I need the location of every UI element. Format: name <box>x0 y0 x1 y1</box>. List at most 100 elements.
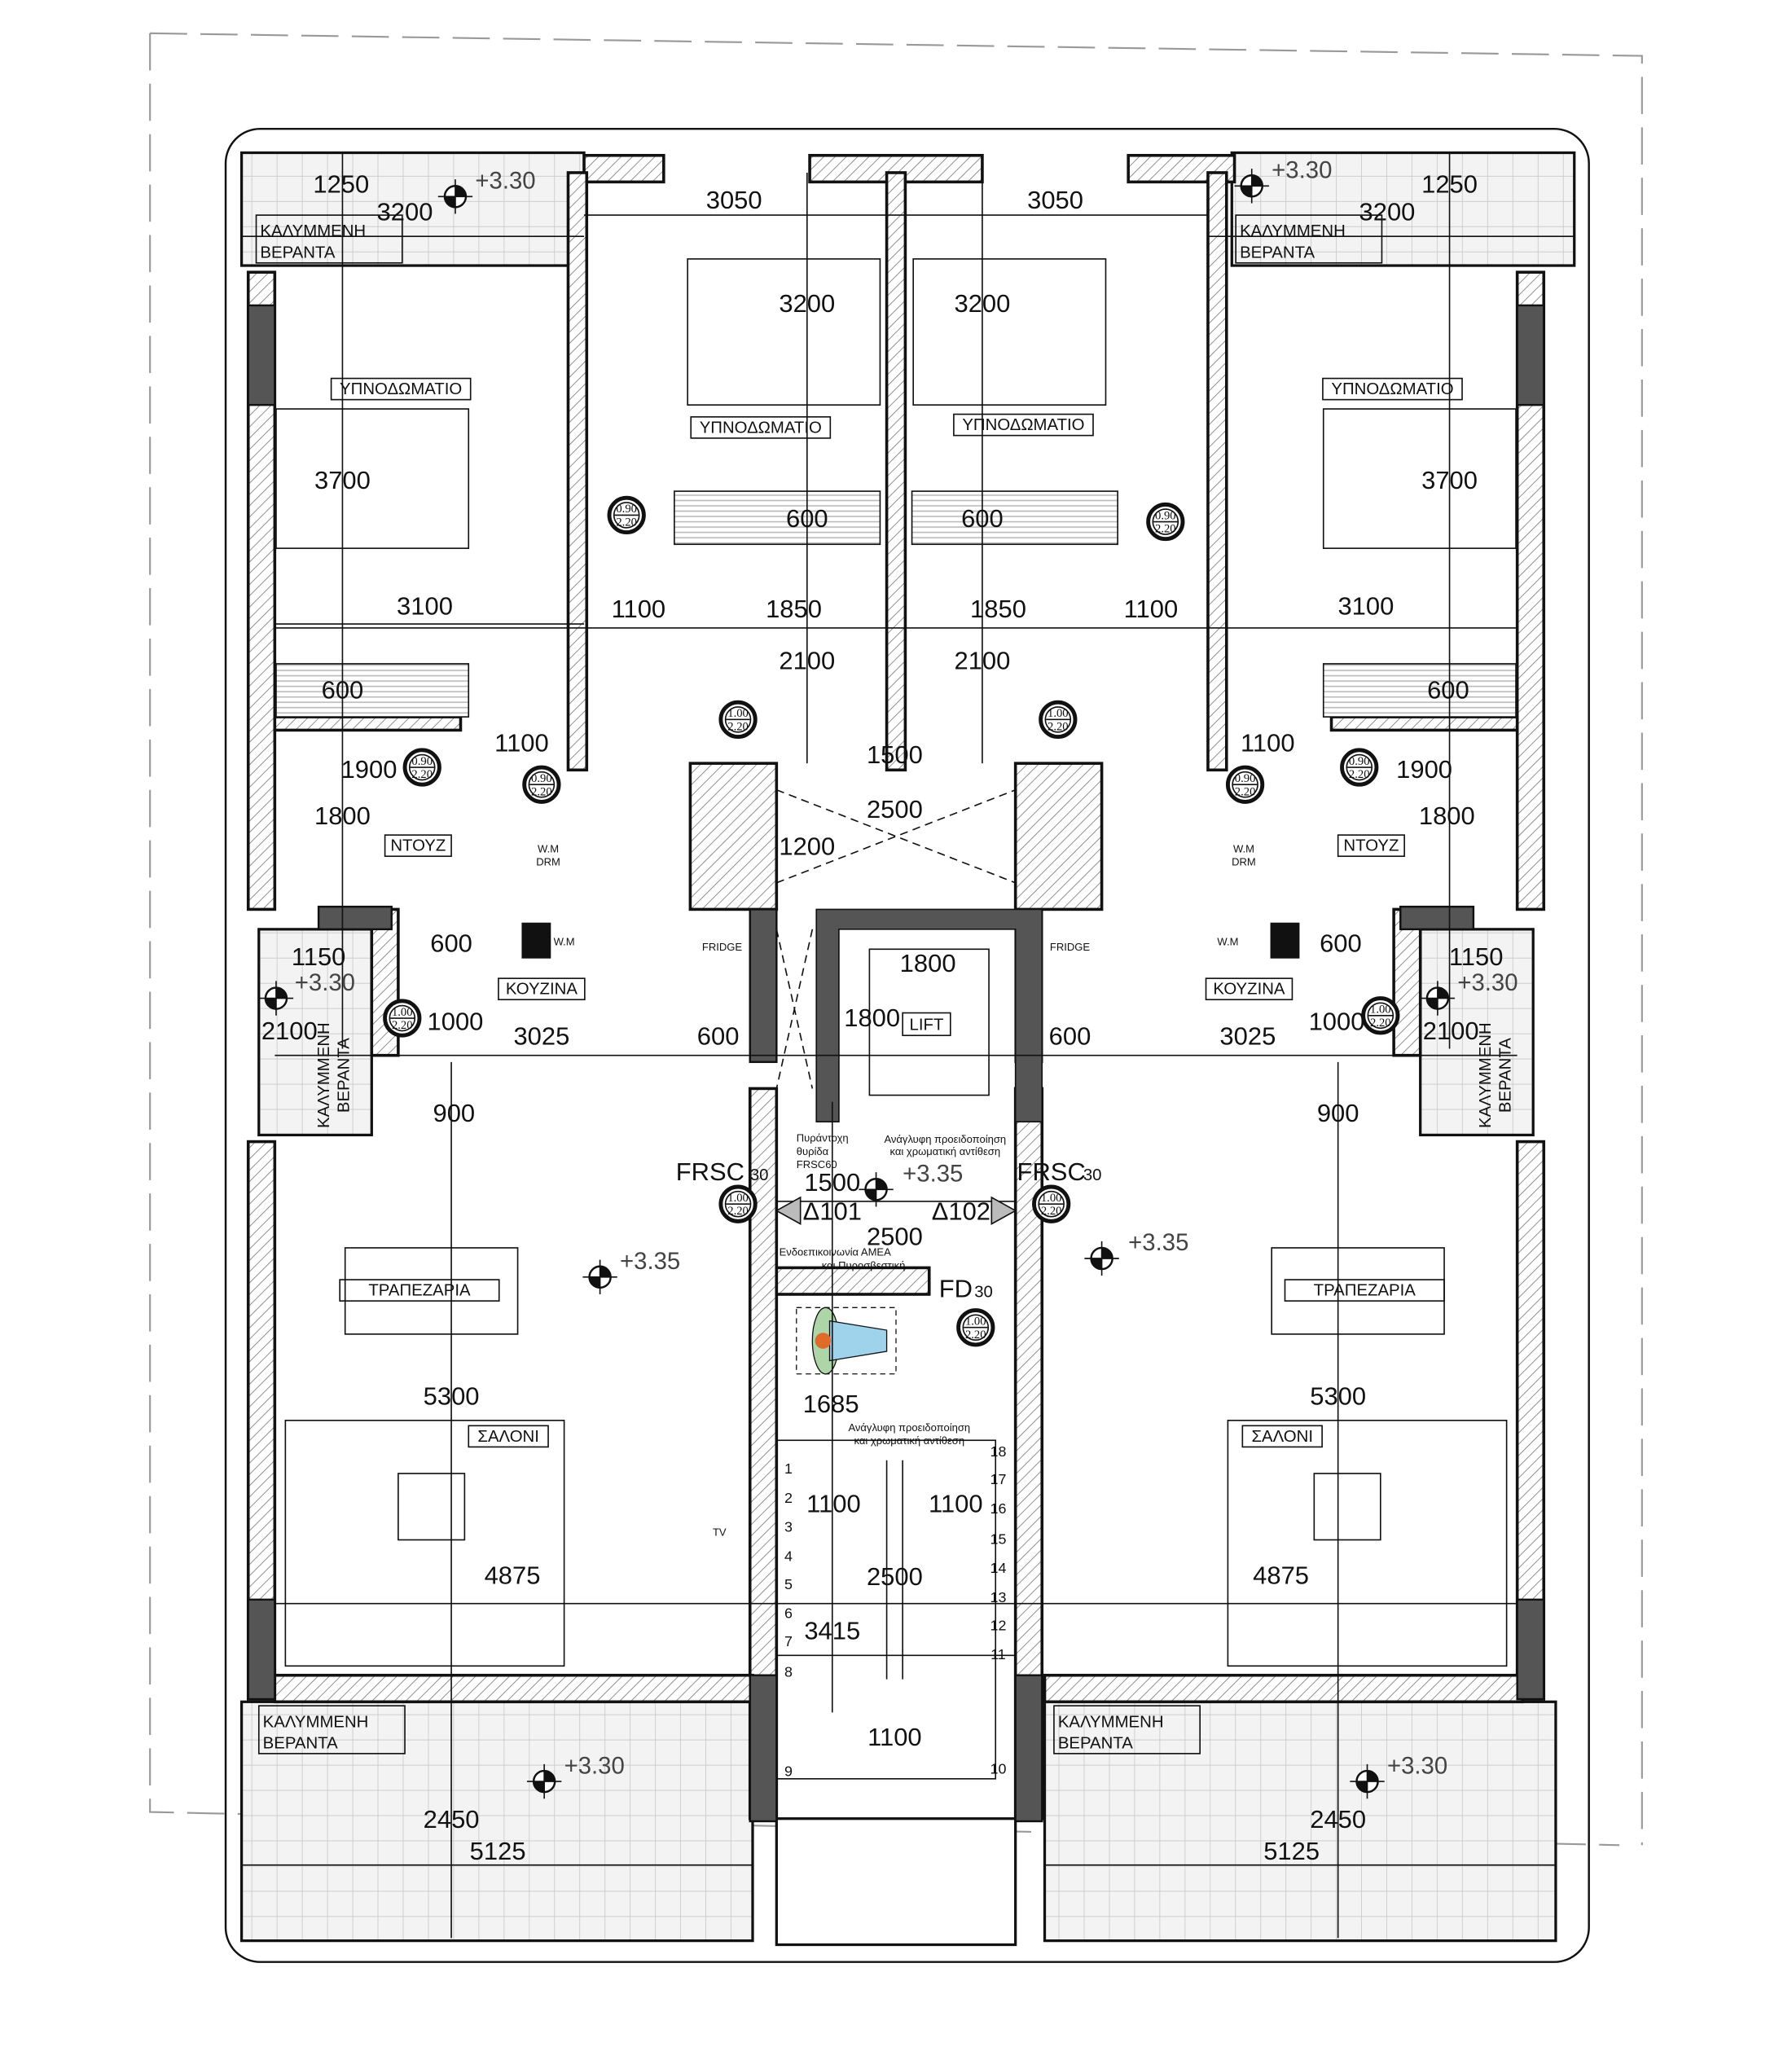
door-height: 2.20 <box>392 1019 413 1032</box>
room-label: ΣΑΛΟΝΙ <box>1251 1428 1313 1446</box>
level-label: +3.35 <box>620 1248 680 1275</box>
wheelchair-icon <box>796 1307 897 1375</box>
fire-door-label: FRSC <box>676 1157 744 1186</box>
dimension-label: 1100 <box>612 595 666 623</box>
label-box <box>690 416 832 439</box>
stair-step-number: 15 <box>990 1531 1007 1547</box>
dimension-label: 1500 <box>804 1168 860 1197</box>
fridge-label: FRIDGE <box>1050 941 1090 953</box>
door-tag-icon <box>383 999 422 1038</box>
dimension-label: 3200 <box>1359 198 1416 226</box>
label-box <box>1322 377 1463 401</box>
room-label: ΥΠΝΟΔΩΜΑΤΙΟ <box>1331 380 1453 398</box>
apartment-label: Δ102 <box>932 1197 990 1226</box>
door-width: 1.00 <box>1370 1004 1391 1017</box>
wardrobe <box>911 490 1118 546</box>
stair-step-number: 12 <box>990 1617 1007 1633</box>
dimension-label: 2500 <box>867 1223 923 1251</box>
furniture <box>275 258 1517 1780</box>
veranda-label: ΒΕΡΑΝΤΑ <box>1497 1038 1515 1113</box>
label-box <box>902 1012 951 1037</box>
label-box <box>255 214 403 264</box>
door-width: 1.00 <box>965 1315 986 1328</box>
stair-step-number: 8 <box>784 1663 793 1680</box>
dimension-label: 600 <box>961 504 1004 533</box>
dimension-label: 1000 <box>428 1008 484 1036</box>
dimension-label: 1900 <box>341 755 397 784</box>
dimension-label: 900 <box>1317 1099 1359 1127</box>
level-marker-icon <box>582 1259 617 1294</box>
label-box <box>1235 214 1383 264</box>
tv-label: TV <box>713 1526 727 1539</box>
dimension-label: 2500 <box>867 795 923 823</box>
veranda-label: ΚΑΛΥΜΜΕΝΗ <box>260 222 366 240</box>
dimension-label: 1850 <box>970 595 1026 623</box>
dimension-label: 1000 <box>1309 1008 1365 1036</box>
wardrobe <box>275 663 470 718</box>
stair-step-number: 7 <box>784 1633 793 1649</box>
dimension-label: 1800 <box>844 1004 900 1032</box>
stair-step-number: 14 <box>990 1560 1007 1576</box>
level-label: +3.35 <box>1128 1229 1188 1256</box>
dining-table <box>344 1247 519 1335</box>
door-width: 0.90 <box>616 503 637 516</box>
stair-step-number: 13 <box>990 1589 1007 1605</box>
washing-machine-label: W.M <box>554 935 575 947</box>
tactile-warning-note: και χρωματική αντίθεση <box>854 1434 965 1447</box>
fire-door-label: FD <box>939 1274 973 1302</box>
level-label: +3.30 <box>564 1752 625 1779</box>
label-box <box>339 1279 500 1302</box>
door-width: 1.00 <box>727 707 749 720</box>
door-tag-icon <box>1039 700 1078 740</box>
room-label: ΤΡΑΠΕΖΑΡΙΑ <box>368 1282 471 1300</box>
dimension-label: 2500 <box>867 1562 923 1591</box>
room-label: ΥΠΝΟΔΩΜΑΤΙΟ <box>962 416 1084 434</box>
verandas <box>239 151 1576 1947</box>
dimension-label: 5300 <box>1310 1381 1366 1410</box>
dimension-label: 2100 <box>954 646 1010 674</box>
label-box <box>468 1425 549 1448</box>
room-label: ΚΟΥΖΙΝΑ <box>506 981 578 999</box>
level-label: +3.30 <box>1387 1752 1447 1779</box>
label-box <box>953 413 1094 437</box>
dimension-label: 1100 <box>806 1489 861 1517</box>
dimension-label: 1800 <box>1419 802 1475 830</box>
door-tag-icon <box>1361 996 1400 1035</box>
stair-step-number: 4 <box>784 1548 793 1565</box>
label-box <box>1205 977 1293 1001</box>
door-tag-icon <box>1032 1184 1071 1223</box>
sofa-rug <box>284 1420 565 1667</box>
bed <box>275 408 470 549</box>
veranda-label: ΒΕΡΑΝΤΑ <box>1240 244 1315 261</box>
dimension-label: 1150 <box>292 942 346 971</box>
lift-label: LIFT <box>910 1017 944 1034</box>
dimension-lines <box>241 152 1575 1939</box>
level-label: +3.30 <box>475 168 535 195</box>
stair <box>775 1439 997 1780</box>
veranda-label: ΒΕΡΑΝΤΑ <box>336 1038 354 1113</box>
stair-step-number: 2 <box>784 1490 793 1506</box>
dimension-label: 600 <box>1049 1022 1091 1051</box>
door-height: 2.20 <box>727 720 749 733</box>
level-marker-icon <box>1234 169 1269 204</box>
dimension-label: 3025 <box>1219 1022 1276 1051</box>
wardrobe <box>1322 663 1517 718</box>
dimension-label: 1500 <box>867 740 923 769</box>
stair-step-number: 1 <box>784 1460 793 1477</box>
dimension-label: 4875 <box>1253 1561 1309 1589</box>
level-label: +3.30 <box>295 969 355 996</box>
level-marker-icon <box>1084 1241 1119 1276</box>
level-label: +3.30 <box>1457 969 1517 996</box>
door-width: 0.90 <box>411 755 433 768</box>
dimension-label: 3200 <box>954 289 1010 318</box>
wardrobe <box>674 490 881 546</box>
washing-machine-label: W.M <box>1217 935 1238 947</box>
door-width: 1.00 <box>1041 1192 1062 1205</box>
label-box <box>1053 1705 1201 1755</box>
dimension-label: 3200 <box>377 198 433 226</box>
level-marker-icon <box>1420 981 1456 1016</box>
dimension-label: 3200 <box>779 289 835 318</box>
veranda-label: ΚΑΛΥΜΜΕΝΗ <box>1058 1713 1164 1731</box>
room-label: ΝΤΟΥΖ <box>390 837 446 855</box>
door-tag-icon <box>402 748 441 787</box>
